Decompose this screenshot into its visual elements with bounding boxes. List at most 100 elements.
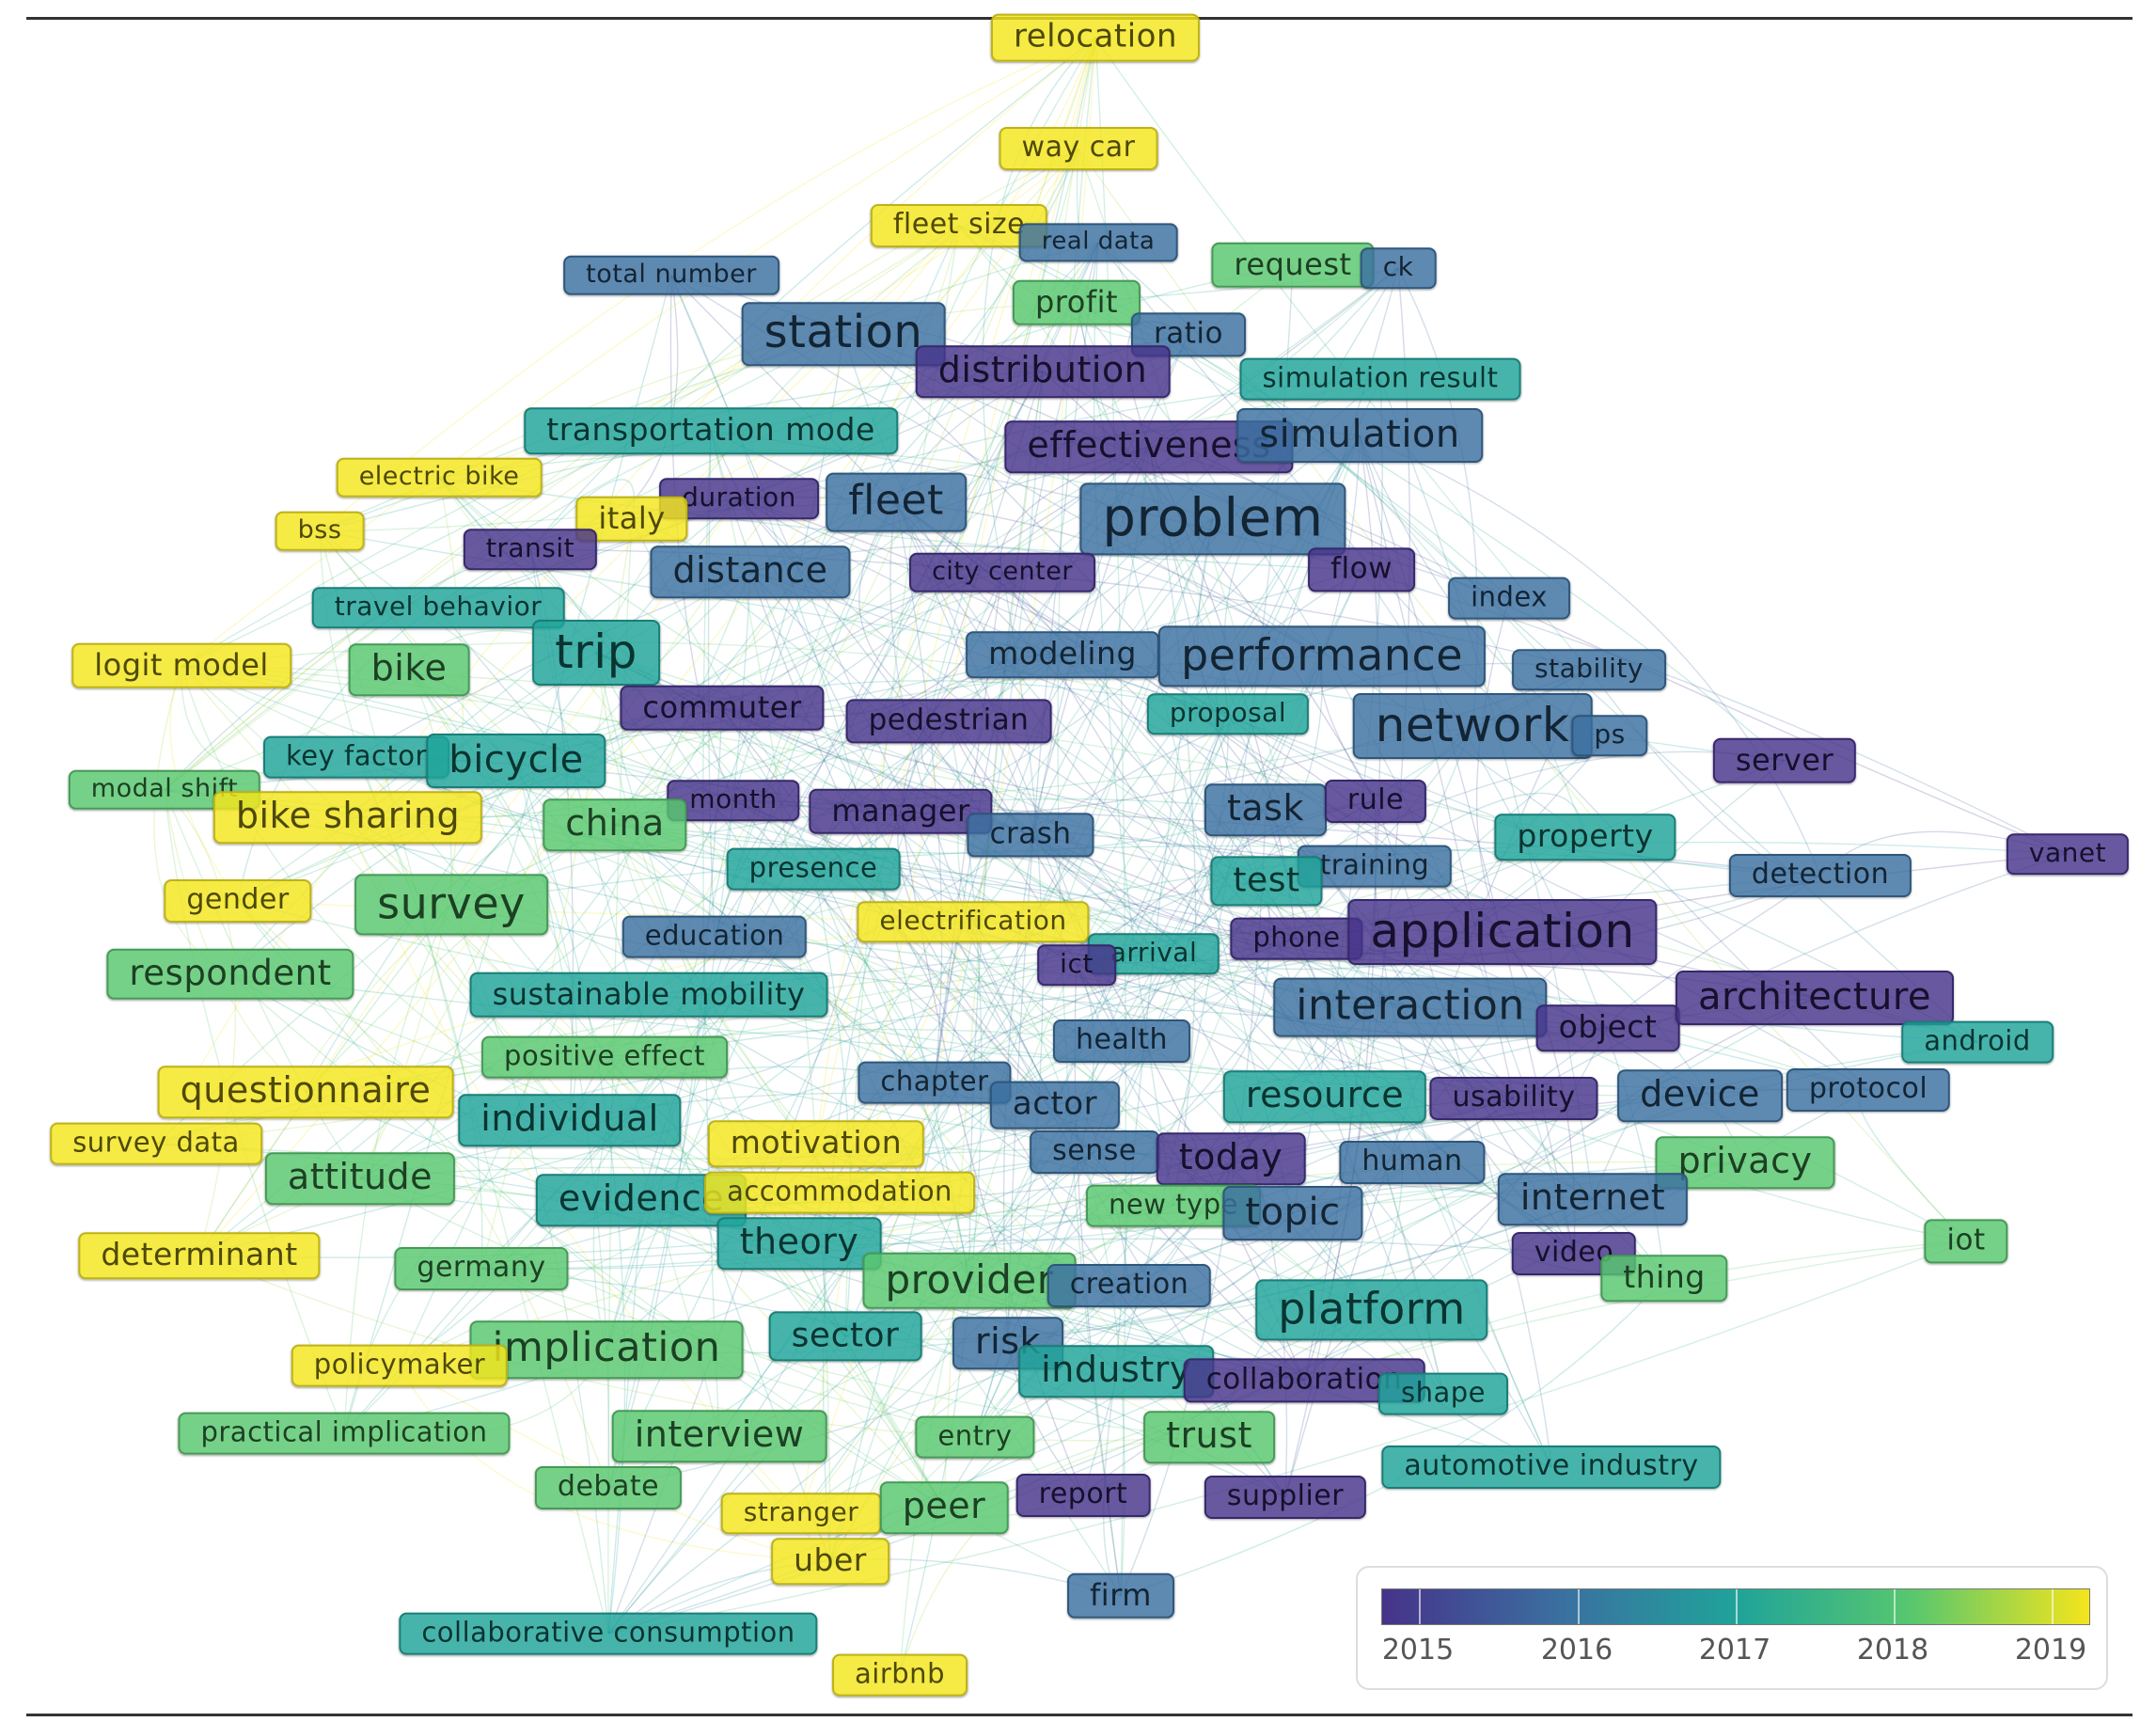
term-label: detection — [1728, 854, 1912, 897]
link-edge — [614, 446, 1150, 826]
link-edge — [1030, 834, 1552, 1468]
term-label: positive effect — [481, 1035, 728, 1079]
term-label: determinant — [78, 1232, 321, 1279]
term-label: interaction — [1273, 977, 1548, 1037]
term-label: city center — [909, 552, 1095, 593]
link-edge — [972, 841, 2069, 923]
link-edge — [607, 707, 723, 1489]
term-label: peer — [879, 1481, 1009, 1534]
term-label: education — [622, 915, 808, 958]
legend-gradient-bar — [1381, 1588, 2090, 1625]
term-label: presence — [726, 847, 901, 891]
term-label: airbnb — [832, 1653, 968, 1697]
term-label: vanet — [2006, 833, 2130, 875]
legend-tick-label: 2018 — [1856, 1634, 1929, 1667]
term-label: station — [741, 302, 946, 366]
term-label: electric bike — [336, 457, 543, 498]
link-edge — [1094, 37, 1590, 671]
legend-tick-mark — [1736, 1589, 1738, 1624]
link-edge — [480, 1238, 1575, 1270]
term-label: profit — [1012, 279, 1141, 326]
term-label: transportation mode — [524, 407, 898, 454]
link-edge — [319, 37, 1096, 532]
link-edge — [948, 720, 1305, 1382]
link-edge — [842, 333, 1586, 838]
term-label: month — [667, 780, 800, 821]
term-label: iot — [1924, 1219, 2008, 1264]
term-label: electrification — [857, 901, 1090, 942]
term-label: key factor — [263, 735, 449, 779]
term-label: respondent — [106, 948, 354, 1001]
link-edge — [948, 720, 1298, 940]
link-edge — [1359, 434, 1821, 877]
term-label: request — [1211, 242, 1375, 289]
link-edge — [198, 1255, 1210, 1442]
term-label: simulation — [1236, 408, 1483, 463]
term-label: device — [1617, 1069, 1783, 1122]
term-label: industry — [1018, 1345, 1214, 1398]
term-label: video — [1511, 1232, 1637, 1275]
term-label: transit — [463, 529, 598, 570]
link-edge — [934, 518, 1214, 1083]
legend-tick-mark — [1578, 1589, 1580, 1624]
link-edge — [343, 904, 452, 1434]
term-label: topic — [1222, 1186, 1363, 1240]
link-edge — [1094, 713, 1229, 1153]
link-edge — [1115, 853, 2069, 1372]
term-label: human — [1339, 1141, 1486, 1184]
term-label: network — [1352, 693, 1593, 759]
term-label: provider — [862, 1252, 1077, 1310]
term-label: rule — [1324, 780, 1427, 823]
term-label: practical implication — [178, 1412, 511, 1455]
link-edge — [181, 665, 1978, 1043]
term-label: performance — [1157, 625, 1487, 687]
link-edge — [710, 430, 2069, 855]
term-label: property — [1494, 814, 1676, 861]
term-label: report — [1015, 1474, 1151, 1517]
link-edge — [347, 225, 960, 818]
bottom-rule — [26, 1714, 2132, 1716]
term-label: modeling — [966, 631, 1159, 678]
link-edge — [305, 1091, 1286, 1498]
term-label: platform — [1255, 1279, 1488, 1341]
term-label: relocation — [990, 13, 1201, 62]
link-edge — [164, 789, 237, 1256]
link-edge — [480, 1268, 1210, 1438]
term-label: actor — [989, 1081, 1121, 1130]
term-label: privacy — [1655, 1136, 1835, 1189]
link-edge — [437, 607, 936, 1083]
term-label: creation — [1047, 1264, 1212, 1307]
term-label: distribution — [915, 345, 1171, 398]
link-edge — [606, 1198, 1594, 1354]
term-label: task — [1204, 783, 1327, 836]
link-edge — [889, 501, 1056, 1106]
term-label: bicycle — [426, 734, 606, 788]
term-label: bike — [348, 643, 470, 696]
term-label: logit model — [71, 642, 291, 689]
link-edge — [899, 1436, 1210, 1676]
link-edge — [438, 477, 1362, 571]
term-label: index — [1448, 577, 1570, 620]
term-label: gender — [164, 879, 312, 923]
term-label: collaborative consumption — [399, 1612, 818, 1655]
term-label: theory — [716, 1217, 882, 1270]
legend-tick-label: 2015 — [1381, 1634, 1455, 1667]
term-label: real data — [1018, 223, 1178, 262]
link-edge — [1284, 669, 1590, 1498]
term-label: object — [1535, 1004, 1680, 1051]
term-label: training — [1297, 845, 1453, 888]
link-edge — [319, 530, 1122, 1597]
term-label: fleet — [826, 472, 967, 532]
term-label: travel behavior — [311, 587, 565, 628]
term-label: distance — [650, 545, 851, 598]
term-label: health — [1053, 1019, 1190, 1063]
link-edge — [408, 669, 945, 1509]
term-label: survey — [354, 874, 548, 936]
term-label: survey data — [50, 1122, 262, 1165]
term-label: proposal — [1146, 693, 1310, 735]
term-label: today — [1156, 1132, 1306, 1185]
term-label: phone — [1230, 917, 1363, 960]
link-edge — [595, 652, 945, 1509]
term-label: accommodation — [704, 1171, 975, 1214]
link-edge — [800, 1095, 1701, 1514]
